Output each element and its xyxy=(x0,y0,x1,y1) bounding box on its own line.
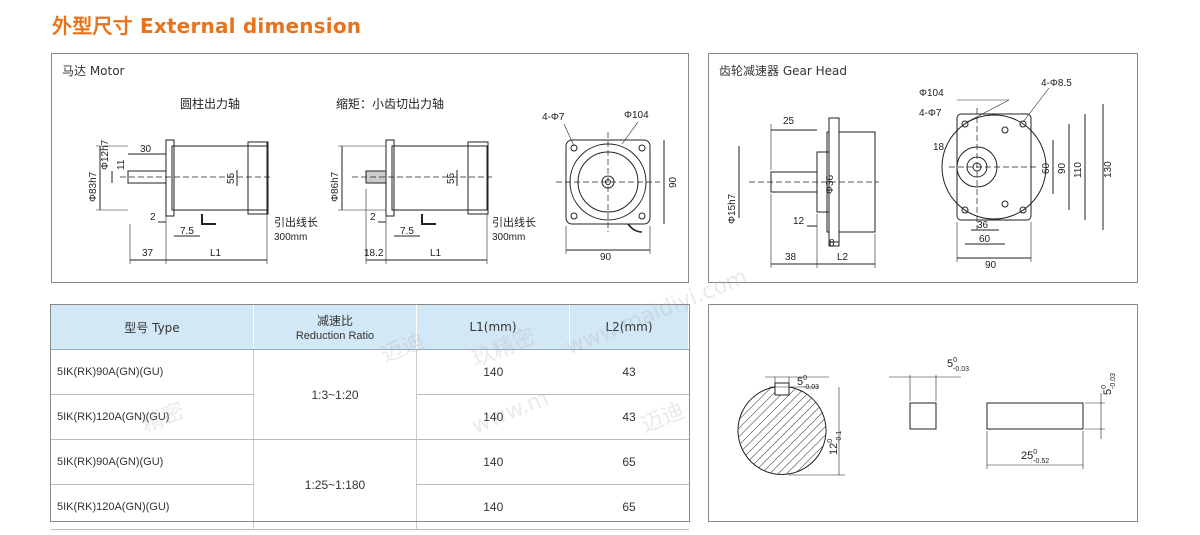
mount-hole xyxy=(570,144,578,152)
key-side-view xyxy=(986,402,1084,430)
motor-body-round xyxy=(171,145,268,211)
cell-ratio: 1:25~1:180 xyxy=(253,439,417,530)
dim-d15: Φ15h7 xyxy=(727,193,738,224)
gearhead-panel: 齿轮减速器 Gear Head xyxy=(708,53,1138,283)
motor-flange-gear xyxy=(385,139,395,217)
dim-key-w: 50-0.03 xyxy=(947,357,969,373)
key-end-view xyxy=(909,402,937,430)
cell-type: 5IK(RK)90A(GN)(GU) xyxy=(51,439,254,485)
dim-18: 18 xyxy=(933,142,945,153)
page-title: 外型尺寸 External dimension xyxy=(52,14,362,38)
dim-holes-front: 4-Φ7 xyxy=(542,112,565,123)
dim-75-gear: 7.5 xyxy=(400,226,414,237)
cell-l2: 43 xyxy=(569,394,689,440)
dim-holes85: 4-Φ8.5 xyxy=(1041,78,1072,89)
table-row: 5IK(RK)90A(GN)(GU) 1:3~1:20 140 43 xyxy=(51,349,689,440)
dim-l1-gear: L1 xyxy=(430,248,442,259)
cell-l1: 140 xyxy=(416,484,570,530)
dim-h110: 110 xyxy=(1073,162,1084,178)
dim-25: 25 xyxy=(783,116,795,127)
caption-gear-shaft: 缩矩：小齿切出力轴 xyxy=(336,96,444,111)
key-panel: 50-0.03 120-0.1 50-0.03 250-0.52 50-0.03 xyxy=(708,304,1138,522)
cell-l2: 65 xyxy=(569,484,689,530)
dim-pcd-front: Φ104 xyxy=(624,110,649,121)
cell-l2: 65 xyxy=(569,439,689,485)
key-drawing: 50-0.03 120-0.1 50-0.03 250-0.52 50-0.03 xyxy=(737,357,1117,476)
table-row: 5IK(RK)90A(GN)(GU) 1:25~1:180 140 65 xyxy=(51,439,689,530)
spec-table: 型号 Type 减速比 Reduction Ratio L1(mm) L2(mm… xyxy=(51,305,689,530)
dim-55-round: 55 xyxy=(226,172,237,184)
cell-l2: 43 xyxy=(569,349,689,395)
dim-30: 30 xyxy=(140,144,152,155)
motor-panel: 马达 Motor xyxy=(51,53,689,283)
dim-d-shaft-round: Φ12h7 xyxy=(100,139,111,170)
motor-endcap-gear xyxy=(467,141,489,215)
dim-l2: L2 xyxy=(837,252,849,263)
dim-h90-front: 90 xyxy=(668,176,679,188)
shaft-section xyxy=(737,386,827,475)
dim-h90: 90 xyxy=(1057,162,1068,174)
lead-len-gear: 300mm xyxy=(492,232,525,243)
dim-shaft-key-w: 50-0.03 xyxy=(797,375,819,391)
dim-key-h: 50-0.03 xyxy=(1101,373,1117,395)
cell-type: 5IK(RK)120A(GN)(GU) xyxy=(51,484,254,530)
cell-l1: 140 xyxy=(416,439,570,485)
dim-w90-front: 90 xyxy=(600,252,612,263)
motor-panel-title: 马达 Motor xyxy=(62,64,125,78)
dim-8: 8 xyxy=(829,238,835,249)
dim-w60: 60 xyxy=(979,234,991,245)
table-header-row: 型号 Type 减速比 Reduction Ratio L1(mm) L2(mm… xyxy=(51,305,689,350)
table-row: 5IK(RK)120A(GN)(GU) 140 65 xyxy=(51,484,689,530)
dim-h130: 130 xyxy=(1103,161,1114,178)
gearhead-front-outer xyxy=(941,114,1047,220)
dim-pcd104: Φ104 xyxy=(919,88,944,99)
dim-2-round: 2 xyxy=(150,212,156,223)
table-row: 5IK(RK)120A(GN)(GU) 140 43 xyxy=(51,394,689,440)
cell-l1: 140 xyxy=(416,349,570,395)
dim-2-gear: 2 xyxy=(370,212,376,223)
dim-w90: 90 xyxy=(985,260,997,271)
col-ratio-en: Reduction Ratio xyxy=(295,330,375,342)
col-ratio-cn: 减速比 xyxy=(316,314,353,328)
dim-d-body-gear: Φ86h7 xyxy=(330,171,341,202)
dim-holes7: 4-Φ7 xyxy=(919,108,942,119)
caption-round-shaft: 圆柱出力轴 xyxy=(180,96,240,111)
lead-label-gear: 引出线长 xyxy=(492,215,536,229)
dim-shaft-h: 120-0.1 xyxy=(827,431,843,455)
motor-endcap-round xyxy=(247,141,269,215)
dim-55-gear: 55 xyxy=(446,172,457,184)
dim-12: 12 xyxy=(793,216,805,227)
dim-d-body-round: Φ83h7 xyxy=(88,171,99,202)
dim-w36: 36 xyxy=(977,220,989,231)
dim-key-len: 250-0.52 xyxy=(1021,449,1049,465)
lead-label-round: 引出线长 xyxy=(274,215,318,229)
col-type: 型号 Type xyxy=(51,305,254,350)
motor-body-gear xyxy=(391,145,488,211)
lead-len-round: 300mm xyxy=(274,232,307,243)
dim-38: 38 xyxy=(785,252,797,263)
motor-drawing: 圆柱出力轴 缩矩：小齿切出力轴 Φ83h7 Φ12h7 11 30 55 2 7… xyxy=(88,96,679,264)
gearhead-drawing: 25 Φ36 Φ15h7 12 8 38 L2 Φ104 4-Φ7 4-Φ8.5… xyxy=(727,78,1114,271)
cell-l1: 140 xyxy=(416,394,570,440)
cell-type: 5IK(RK)120A(GN)(GU) xyxy=(51,394,254,440)
dim-37: 37 xyxy=(142,248,154,259)
dim-l1-round: L1 xyxy=(210,248,222,259)
dim-h60: 60 xyxy=(1041,162,1052,174)
dim-d36: Φ36 xyxy=(825,174,836,194)
dim-75-round: 7.5 xyxy=(180,226,194,237)
dim-182: 18.2 xyxy=(364,248,384,259)
gearhead-panel-title: 齿轮减速器 Gear Head xyxy=(719,64,847,78)
dim-11: 11 xyxy=(116,159,127,170)
cell-type: 5IK(RK)90A(GN)(GU) xyxy=(51,349,254,395)
col-l1: L1(mm) xyxy=(416,305,570,350)
motor-flange-round xyxy=(165,139,175,217)
col-ratio: 减速比 Reduction Ratio xyxy=(253,305,417,350)
col-l2: L2(mm) xyxy=(569,305,689,350)
cell-ratio: 1:3~1:20 xyxy=(253,349,417,440)
